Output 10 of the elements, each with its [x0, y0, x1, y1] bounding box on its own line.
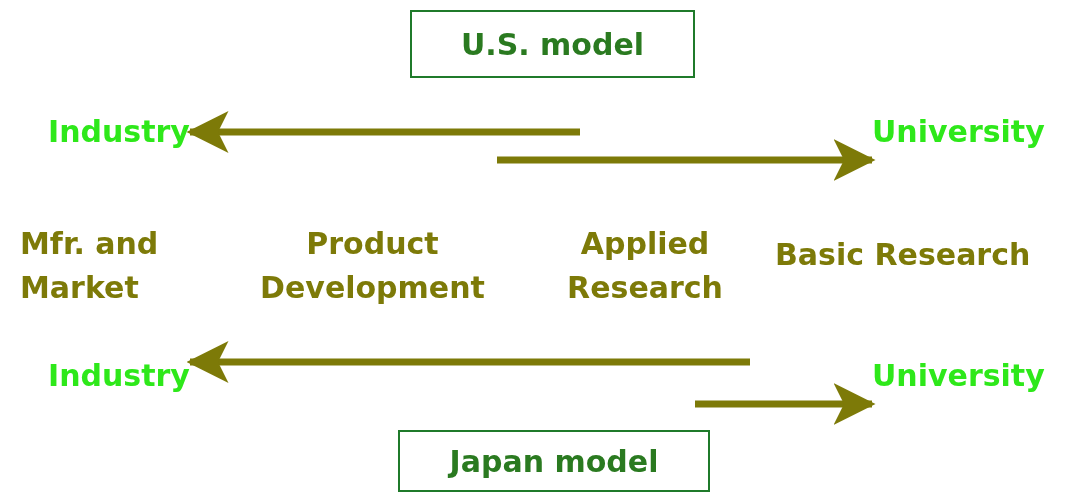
- stage-label: Product Development: [259, 225, 486, 307]
- model-box: U.S. model: [410, 10, 695, 78]
- stage-label: Mfr. and Market: [20, 225, 160, 307]
- model-box: Japan model: [398, 430, 710, 492]
- sector-label: Industry: [48, 114, 190, 149]
- sector-label: University: [872, 114, 1045, 149]
- stage-label: Applied Research: [566, 225, 724, 307]
- stage-label: Basic Research: [775, 236, 1032, 274]
- sector-label: University: [872, 358, 1045, 393]
- sector-label: Industry: [48, 358, 190, 393]
